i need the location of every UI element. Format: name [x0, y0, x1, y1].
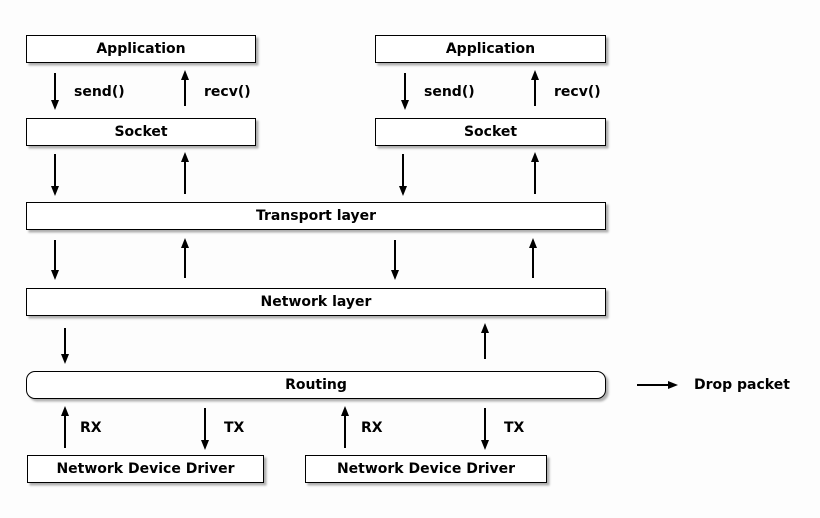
label-tx-right: TX — [504, 420, 525, 436]
arrow-routing-to-network — [484, 333, 486, 359]
arrow-socket-to-transport-left — [54, 154, 56, 186]
arrow-transport-to-network-right — [394, 240, 396, 270]
box-transport-layer: Transport layer — [26, 202, 606, 230]
label-drop-packet: Drop packet — [694, 377, 790, 393]
box-socket-right: Socket — [375, 118, 606, 146]
box-device-driver-right: Network Device Driver — [305, 455, 547, 483]
arrow-rx-driver-to-routing-right — [344, 416, 346, 448]
label-send-right: send() — [424, 84, 475, 100]
arrow-recv-socket-to-app-right — [534, 80, 536, 106]
label-rx-right: RX — [361, 420, 383, 436]
arrow-transport-to-socket-right — [534, 162, 536, 194]
box-socket-left: Socket — [26, 118, 256, 146]
arrow-network-to-routing — [64, 328, 66, 354]
arrow-transport-to-network-left — [54, 240, 56, 270]
label-send-left: send() — [74, 84, 125, 100]
arrow-send-app-to-socket-left — [54, 73, 56, 100]
arrow-socket-to-transport-right — [402, 154, 404, 186]
label-recv-left: recv() — [204, 84, 251, 100]
box-application-right: Application — [375, 35, 606, 63]
box-device-driver-left: Network Device Driver — [27, 455, 264, 483]
arrow-transport-to-socket-left — [184, 162, 186, 194]
arrow-network-to-transport-right — [532, 248, 534, 278]
arrow-drop-packet — [637, 384, 668, 386]
arrow-network-to-transport-left — [184, 248, 186, 278]
arrow-tx-routing-to-driver-right — [484, 408, 486, 440]
label-recv-right: recv() — [554, 84, 601, 100]
box-routing: Routing — [26, 371, 606, 399]
arrow-send-app-to-socket-right — [404, 73, 406, 100]
label-tx-left: TX — [224, 420, 245, 436]
arrow-recv-socket-to-app-left — [184, 80, 186, 106]
box-application-left: Application — [26, 35, 256, 63]
arrow-rx-driver-to-routing-left — [64, 416, 66, 448]
label-rx-left: RX — [80, 420, 102, 436]
box-network-layer: Network layer — [26, 288, 606, 316]
arrow-tx-routing-to-driver-left — [204, 408, 206, 440]
